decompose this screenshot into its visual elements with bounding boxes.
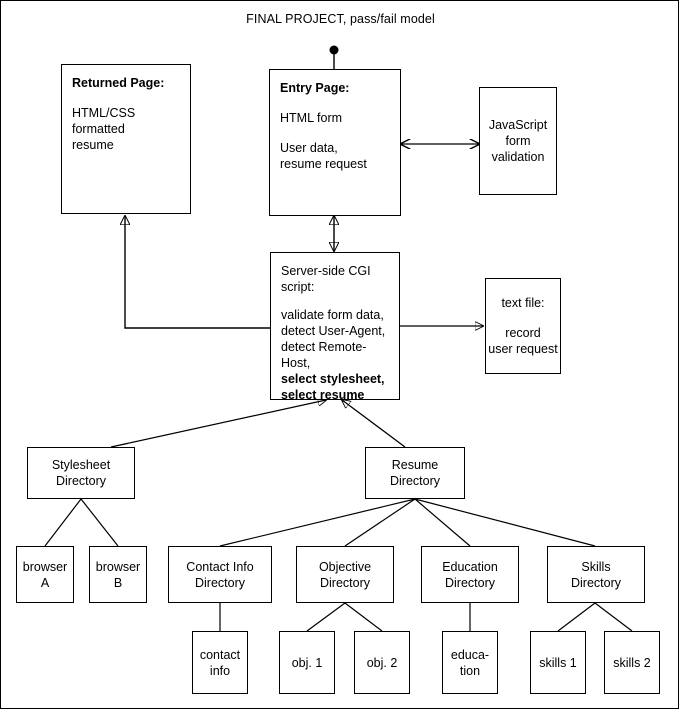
node-contact-info-directory[interactable]: Contact Info Directory xyxy=(168,546,272,603)
browser-b-line1: browser xyxy=(95,559,141,574)
wire-stylesheet-dir-to-cgi xyxy=(110,400,326,448)
contact-info-file-line2: info xyxy=(209,663,231,678)
node-browser-b[interactable]: browser B xyxy=(89,546,147,603)
wire-skills-to-skills2 xyxy=(594,602,633,632)
node-skills2-file[interactable]: skills 2 xyxy=(604,631,660,694)
skills1-file-line1: skills 1 xyxy=(539,655,577,670)
wire-cgi-to-returned-page xyxy=(125,216,271,329)
javascript-validation-line2: form xyxy=(505,134,531,148)
skills2-file-line1: skills 2 xyxy=(613,655,651,670)
stylesheet-directory-line2: Directory xyxy=(55,474,106,488)
obj2-file-line1: obj. 2 xyxy=(366,655,398,670)
resume-directory-line2: Directory xyxy=(389,474,440,488)
node-education-file[interactable]: educa- tion xyxy=(442,631,498,694)
education-directory-line2: Directory xyxy=(444,575,495,590)
node-browser-a[interactable]: browser A xyxy=(16,546,74,603)
cgi-script-heading2: script: xyxy=(281,280,315,294)
education-directory-line1: Education xyxy=(442,559,498,574)
node-javascript-validation[interactable]: JavaScript form validation xyxy=(479,87,557,195)
node-education-directory[interactable]: Education Directory xyxy=(421,546,519,603)
page-title: FINAL PROJECT, pass/fail model xyxy=(246,12,435,26)
node-stylesheet-directory[interactable]: Stylesheet Directory xyxy=(27,447,135,499)
cgi-script-line4: select stylesheet, xyxy=(281,372,385,386)
node-text-file[interactable]: text file: record user request xyxy=(485,278,561,374)
text-file-line2: record xyxy=(505,326,541,340)
returned-page-heading: Returned Page: xyxy=(72,76,165,90)
wire-resume-to-education xyxy=(414,498,471,547)
node-skills1-file[interactable]: skills 1 xyxy=(530,631,586,694)
wire-stylesheet-to-browser-a xyxy=(44,498,82,547)
spacer xyxy=(280,126,390,140)
spacer xyxy=(280,96,390,110)
node-cgi-script[interactable]: Server-side CGI script: validate form da… xyxy=(270,252,400,402)
cgi-script-line1: validate form data, xyxy=(281,308,384,322)
objective-directory-line1: Objective xyxy=(318,559,372,574)
objective-directory-line2: Directory xyxy=(319,575,370,590)
spacer xyxy=(72,91,180,105)
browser-a-line1: browser xyxy=(22,559,68,574)
resume-directory-line1: Resume xyxy=(391,458,439,472)
returned-page-line2: resume xyxy=(72,138,114,152)
cgi-script-line2: detect User-Agent, xyxy=(281,324,386,338)
browser-b-line2: B xyxy=(113,575,123,590)
contact-info-directory-line2: Directory xyxy=(194,575,245,590)
wire-objective-to-obj2 xyxy=(344,602,383,632)
wire-resume-to-objective xyxy=(344,498,416,547)
browser-a-line2: A xyxy=(40,575,50,590)
text-file-line3: user request xyxy=(488,342,558,356)
node-skills-directory[interactable]: Skills Directory xyxy=(547,546,645,603)
node-obj2-file[interactable]: obj. 2 xyxy=(354,631,410,694)
node-resume-directory[interactable]: Resume Directory xyxy=(365,447,465,499)
returned-page-line1: HTML/CSS formatted xyxy=(72,106,136,136)
skills-directory-line2: Directory xyxy=(570,575,621,590)
stylesheet-directory-line1: Stylesheet xyxy=(51,458,111,472)
contact-info-file-line1: contact xyxy=(199,647,241,662)
start-dot xyxy=(329,45,339,55)
entry-page-line3: resume request xyxy=(280,157,367,171)
javascript-validation-line3: validation xyxy=(491,150,545,164)
wire-objective-to-obj1 xyxy=(306,602,346,632)
cgi-script-line5: select resume xyxy=(281,388,365,402)
javascript-validation-line1: JavaScript xyxy=(488,118,548,132)
node-contact-info-file[interactable]: contact info xyxy=(192,631,248,694)
node-objective-directory[interactable]: Objective Directory xyxy=(296,546,394,603)
contact-info-directory-line1: Contact Info xyxy=(186,559,254,574)
cgi-script-heading1: Server-side CGI xyxy=(281,264,371,278)
entry-page-line2: User data, xyxy=(280,141,338,155)
text-file-line1: text file: xyxy=(501,296,545,310)
education-file-line2: tion xyxy=(459,663,481,678)
wire-resume-to-skills xyxy=(414,498,596,547)
node-returned-page[interactable]: Returned Page: HTML/CSS formatted resume xyxy=(61,64,191,214)
obj1-file-line1: obj. 1 xyxy=(291,655,323,670)
node-entry-page[interactable]: Entry Page: HTML form User data, resume … xyxy=(269,69,401,216)
wire-resume-dir-to-cgi xyxy=(342,400,406,448)
cgi-script-line3: detect Remote-Host, xyxy=(281,340,367,370)
wire-resume-to-contact-info xyxy=(219,498,416,547)
wire-stylesheet-to-browser-b xyxy=(80,498,119,547)
node-obj1-file[interactable]: obj. 1 xyxy=(279,631,335,694)
wire-skills-to-skills1 xyxy=(557,602,596,632)
entry-page-line1: HTML form xyxy=(280,111,343,125)
skills-directory-line1: Skills xyxy=(581,559,611,574)
education-file-line1: educa- xyxy=(450,647,490,662)
entry-page-heading: Entry Page: xyxy=(280,81,350,95)
spacer xyxy=(281,295,389,307)
